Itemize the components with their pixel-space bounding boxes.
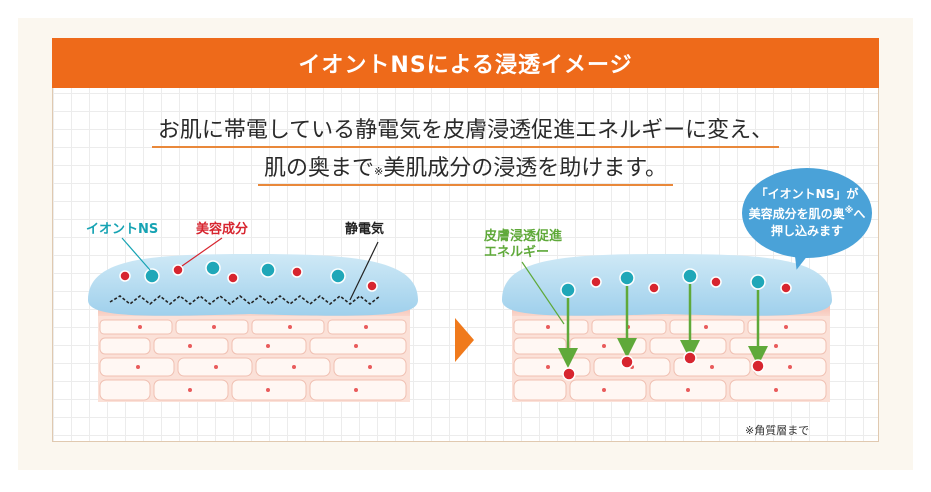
step-arrow [455, 318, 474, 362]
label-beauty-ingredient: 美容成分 [196, 222, 249, 237]
panel-header: イオントNSによる浸透イメージ [52, 38, 879, 88]
label-penetration-energy: 皮膚浸透促進 エネルギー [484, 229, 563, 260]
lead-line-2: 肌の奥まで※美肌成分の浸透を助けます。 [0, 150, 931, 186]
asterisk-mark: ※ [844, 206, 854, 216]
label-static-electricity: 静電気 [345, 222, 385, 237]
speech-bubble: 「イオントNS」が 美容成分を肌の奥※へ 押し込みます [742, 168, 872, 258]
asterisk-mark: ※ [373, 165, 384, 178]
footnote: ※角質層まで [745, 424, 810, 437]
header-title: イオントNSによる浸透イメージ [298, 53, 633, 78]
lead-line-1: お肌に帯電している静電気を皮膚浸透促進エネルギーに変え、 [0, 112, 931, 148]
label-ion-ns: イオントNS [86, 222, 159, 237]
skin-before [88, 237, 418, 402]
skin-after [502, 254, 832, 402]
